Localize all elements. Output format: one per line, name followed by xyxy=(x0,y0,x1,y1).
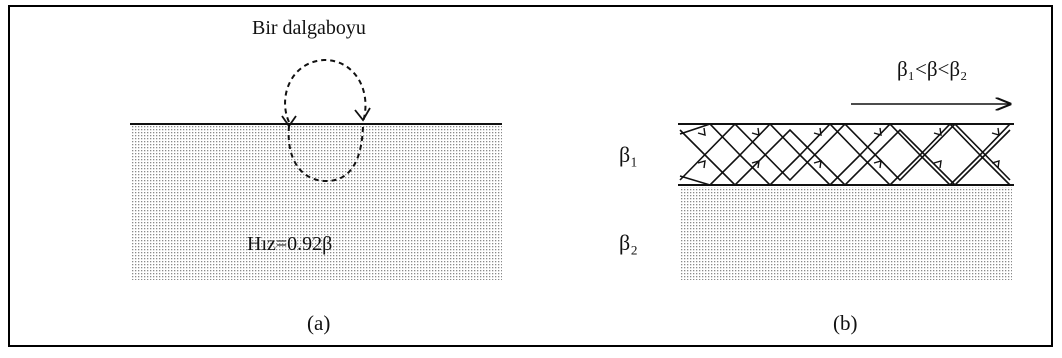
ray-arrowhead xyxy=(697,160,706,169)
caption-a: (a) xyxy=(307,311,330,335)
ray-arrowhead xyxy=(991,127,1000,136)
ray-arrowhead xyxy=(751,160,760,169)
panel-b: β₁<β<β₂ β₁ β₂ (b) xyxy=(619,57,1014,335)
half-space-medium xyxy=(132,124,502,280)
particle-orbit-upper xyxy=(284,58,367,123)
velocity-relation-label: β₁<β<β₂ xyxy=(897,57,967,81)
wavelength-label: Bir dalgaboyu xyxy=(252,17,366,39)
layer1-velocity-label: β₁ xyxy=(619,142,638,167)
ray-arrowhead xyxy=(813,160,822,169)
ray-arrowhead xyxy=(991,160,1000,169)
ray-arrowhead xyxy=(933,127,942,136)
ray-path-3 xyxy=(679,128,1011,187)
ray-path-4 xyxy=(679,122,1011,182)
rayleigh-velocity-label: Hız=0.92β xyxy=(247,233,332,255)
panel-a: Bir dalgaboyu Hız=0.92β (a) xyxy=(130,17,502,335)
ray-arrowheads xyxy=(697,127,1000,169)
lower-half-space xyxy=(680,187,1012,280)
orbit-arrowhead-left xyxy=(281,115,297,128)
caption-b: (b) xyxy=(833,311,858,335)
ray-arrowhead xyxy=(697,127,706,136)
ray-path-1 xyxy=(679,122,1011,157)
ray-arrowhead xyxy=(813,127,822,136)
ray-paths xyxy=(679,122,1011,187)
ray-arrowhead xyxy=(873,127,882,136)
layer2-velocity-label: β₂ xyxy=(619,230,638,255)
ray-path-2 xyxy=(679,153,1011,187)
ray-arrowhead xyxy=(873,160,882,169)
ray-arrowhead xyxy=(751,127,760,136)
orbit-arrowhead-right xyxy=(354,107,371,122)
ray-arrowhead xyxy=(933,160,942,169)
